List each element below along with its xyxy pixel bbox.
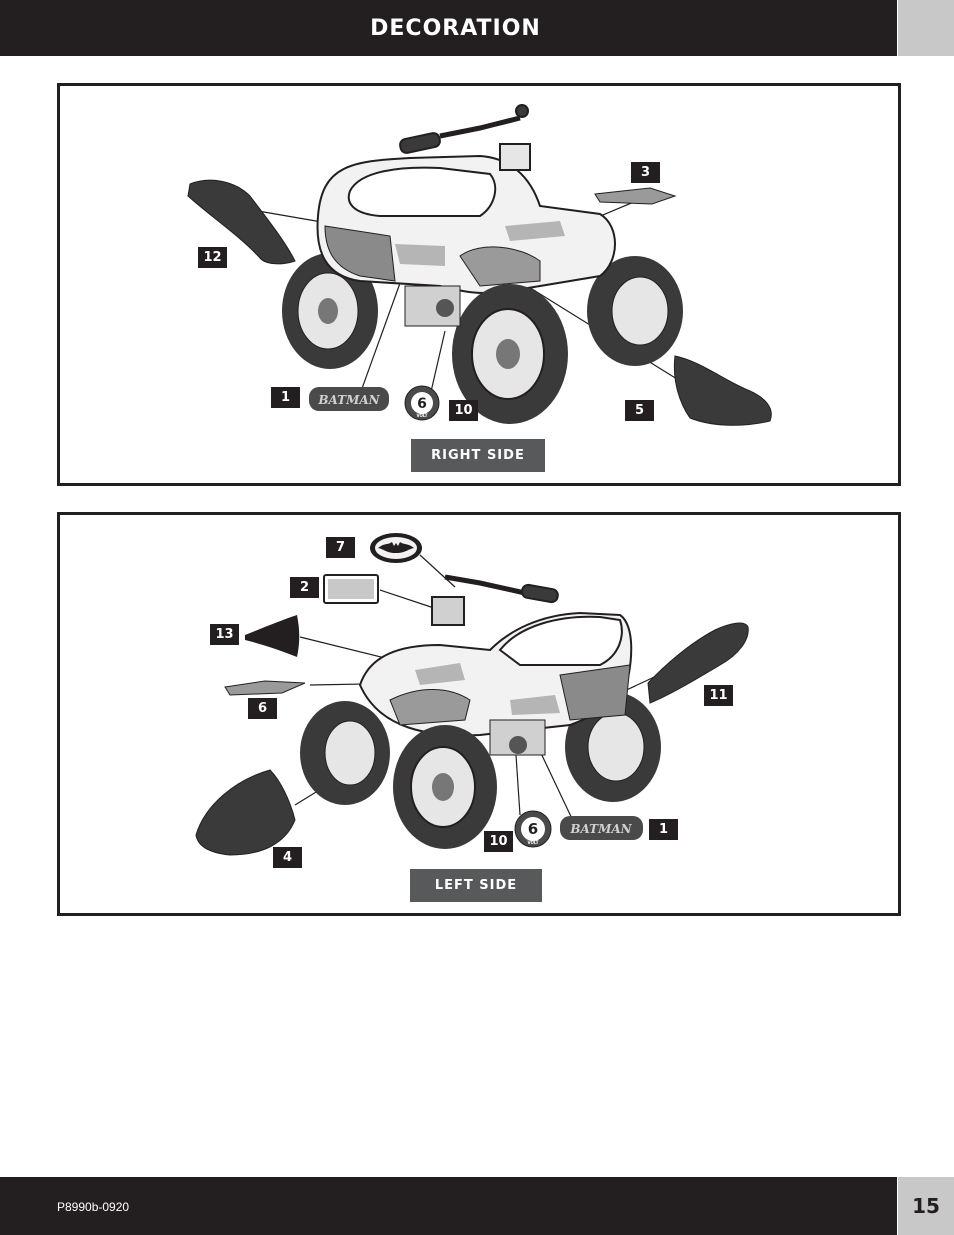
callout-7: 7 xyxy=(326,537,355,558)
page-number: 15 xyxy=(912,1194,940,1218)
batman-wordmark-decal: BATMAN xyxy=(309,387,389,411)
volt-number-left: 6 xyxy=(528,820,538,838)
callout-10: 10 xyxy=(449,400,478,421)
page-number-tab: 15 xyxy=(898,1177,954,1235)
volt-number: 6 xyxy=(417,396,427,412)
callout-2: 2 xyxy=(290,577,319,598)
decal-13-graphic xyxy=(245,615,300,657)
bat-logo-decal xyxy=(370,533,422,563)
header-bar: DECORATION xyxy=(0,0,897,56)
left-side-label: LEFT SIDE xyxy=(410,869,542,902)
volt-unit-left: VOLT xyxy=(527,840,538,845)
batman-wordmark-decal-left: BATMAN xyxy=(560,816,643,840)
volt-unit: VOLT xyxy=(416,413,427,418)
callout-10-left: 10 xyxy=(484,831,513,852)
six-volt-badge-left: 6 VOLT xyxy=(514,810,552,848)
callout-4: 4 xyxy=(273,847,302,868)
right-side-label: RIGHT SIDE xyxy=(411,439,545,472)
callout-3: 3 xyxy=(631,162,660,183)
callout-13: 13 xyxy=(210,624,239,645)
document-code: P8990b-0920 xyxy=(57,1200,130,1214)
decal-12-graphic xyxy=(187,179,296,265)
atv-left-side-illustration: BATMAN 6 VOLT xyxy=(195,533,749,856)
headlight-decal xyxy=(323,574,379,604)
decal-4-graphic xyxy=(195,769,296,856)
callout-1-left: 1 xyxy=(649,819,678,840)
right-side-panel: BATMAN 6 VOLT 3 12 1 10 5 RIGHT SIDE xyxy=(57,83,901,486)
footer-bar xyxy=(0,1177,897,1235)
atv-right-side-illustration: BATMAN 6 VOLT xyxy=(187,104,772,426)
callout-1: 1 xyxy=(271,387,300,408)
batman-wordmark-text: BATMAN xyxy=(317,393,380,407)
callout-6: 6 xyxy=(248,698,277,719)
decal-11-graphic xyxy=(647,622,749,704)
batman-wordmark-text-left: BATMAN xyxy=(569,822,632,836)
six-volt-badge: 6 VOLT xyxy=(404,385,440,421)
callout-5: 5 xyxy=(625,400,654,421)
left-side-panel: BATMAN 6 VOLT 7 2 13 6 11 1 10 4 LEFT SI… xyxy=(57,512,901,916)
decal-6-graphic xyxy=(224,680,306,696)
page-title: DECORATION xyxy=(370,15,541,41)
callout-11: 11 xyxy=(704,685,733,706)
decal-5-graphic xyxy=(673,355,772,426)
callout-12: 12 xyxy=(198,247,227,268)
decal-3-graphic xyxy=(594,187,677,205)
header-tab xyxy=(898,0,954,56)
